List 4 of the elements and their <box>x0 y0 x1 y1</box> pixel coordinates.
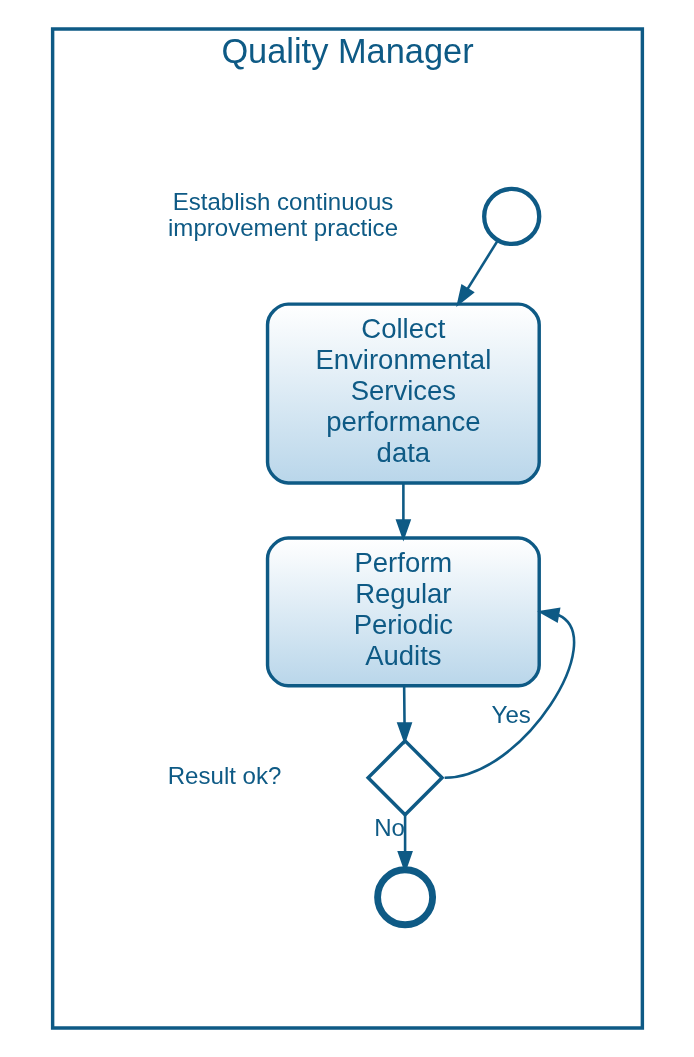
edge-label: Yes <box>491 701 531 729</box>
edge-label: No <box>373 813 405 841</box>
node-label: Establish continuous improvement practice <box>167 187 398 241</box>
node-label: Result ok? <box>167 762 281 790</box>
